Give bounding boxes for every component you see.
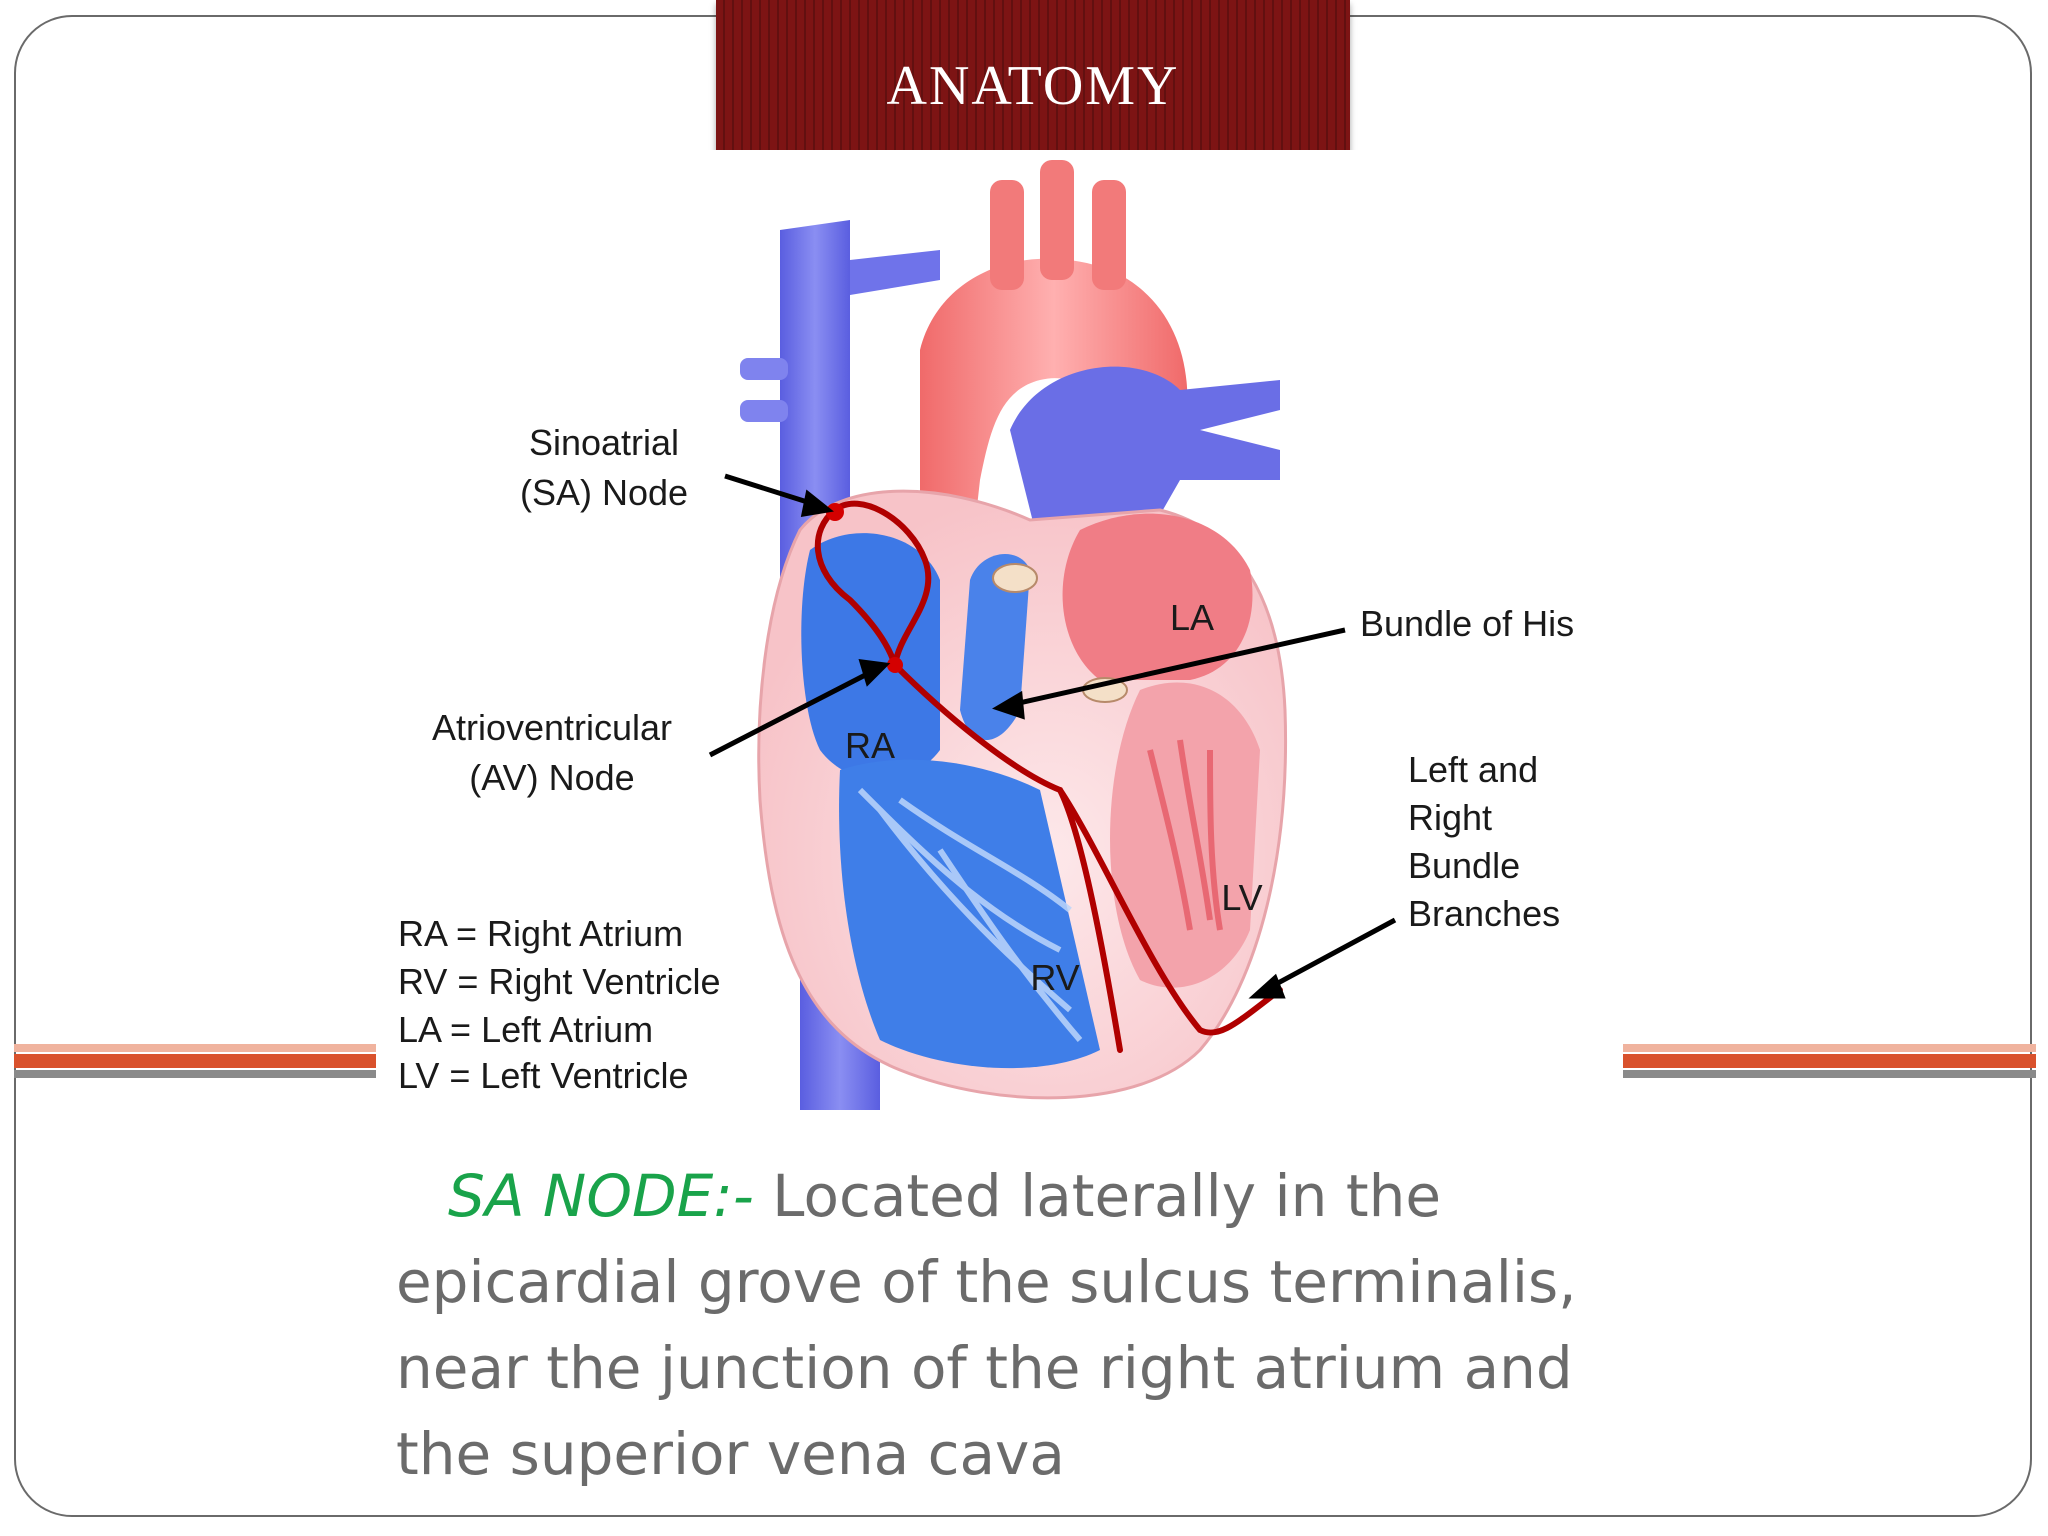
- lead-term: SA NODE:-: [448, 1162, 754, 1230]
- label-av-node-line1: Atrioventricular: [432, 707, 672, 748]
- legend-item: RV = Right Ventricle: [398, 961, 721, 1002]
- label-av-node-line2: (AV) Node: [469, 757, 634, 798]
- decorative-stripe-left: [14, 1044, 376, 1084]
- label-lv: LV: [1221, 877, 1262, 918]
- legend-item: LA = Left Atrium: [398, 1009, 653, 1050]
- label-ra: RA: [845, 725, 895, 766]
- label-branches-line3: Bundle: [1408, 845, 1520, 886]
- decorative-stripe-right: [1623, 1044, 2036, 1084]
- legend-item: RA = Right Atrium: [398, 913, 683, 954]
- av-node-marker: [887, 657, 903, 673]
- diagram-legend: RA = Right Atrium RV = Right Ventricle L…: [398, 913, 721, 1096]
- body-line-2: epicardial grove of the sulcus terminali…: [396, 1248, 1577, 1316]
- slide-title: ANATOMY: [886, 55, 1180, 117]
- label-rv: RV: [1030, 957, 1079, 998]
- label-sa-node-line1: Sinoatrial: [529, 422, 679, 463]
- legend-item: LV = Left Ventricle: [398, 1055, 689, 1096]
- septum-chamber: [960, 553, 1030, 740]
- sa-node-marker: [826, 503, 844, 521]
- label-branches-line4: Branches: [1408, 893, 1560, 934]
- body-paragraph: SA NODE:- Located laterally in the epica…: [396, 1153, 1696, 1497]
- label-la: LA: [1170, 597, 1214, 638]
- body-line-3: near the junction of the right atrium an…: [396, 1334, 1573, 1402]
- aortic-valve: [992, 563, 1038, 593]
- label-bundle-of-his: Bundle of His: [1360, 603, 1574, 644]
- left-atrium: [1062, 513, 1253, 680]
- body-line-1-rest: Located laterally in the: [753, 1162, 1442, 1230]
- label-sa-node-line2: (SA) Node: [520, 472, 688, 513]
- title-banner: ANATOMY: [716, 0, 1350, 158]
- lv-papillary: [1147, 739, 1223, 931]
- pulmonary-artery: [1010, 366, 1280, 550]
- label-branches-line1: Left and: [1408, 749, 1538, 790]
- body-line-4: the superior vena cava: [396, 1420, 1065, 1488]
- rv-trabeculae: [857, 787, 1083, 1042]
- body-line-1: SA NODE:- Located laterally in the: [396, 1153, 1696, 1239]
- heart-conduction-diagram: RA RV LA LV Sinoatrial (SA) Node Atriove…: [380, 150, 1620, 1140]
- label-branches-line2: Right: [1408, 797, 1492, 838]
- left-ventricle: [1110, 682, 1260, 988]
- right-atrium: [801, 533, 940, 780]
- heart-illustration: RA RV LA LV Sinoatrial (SA) Node Atriove…: [398, 160, 1574, 1110]
- pointer-arrows: [708, 473, 1397, 999]
